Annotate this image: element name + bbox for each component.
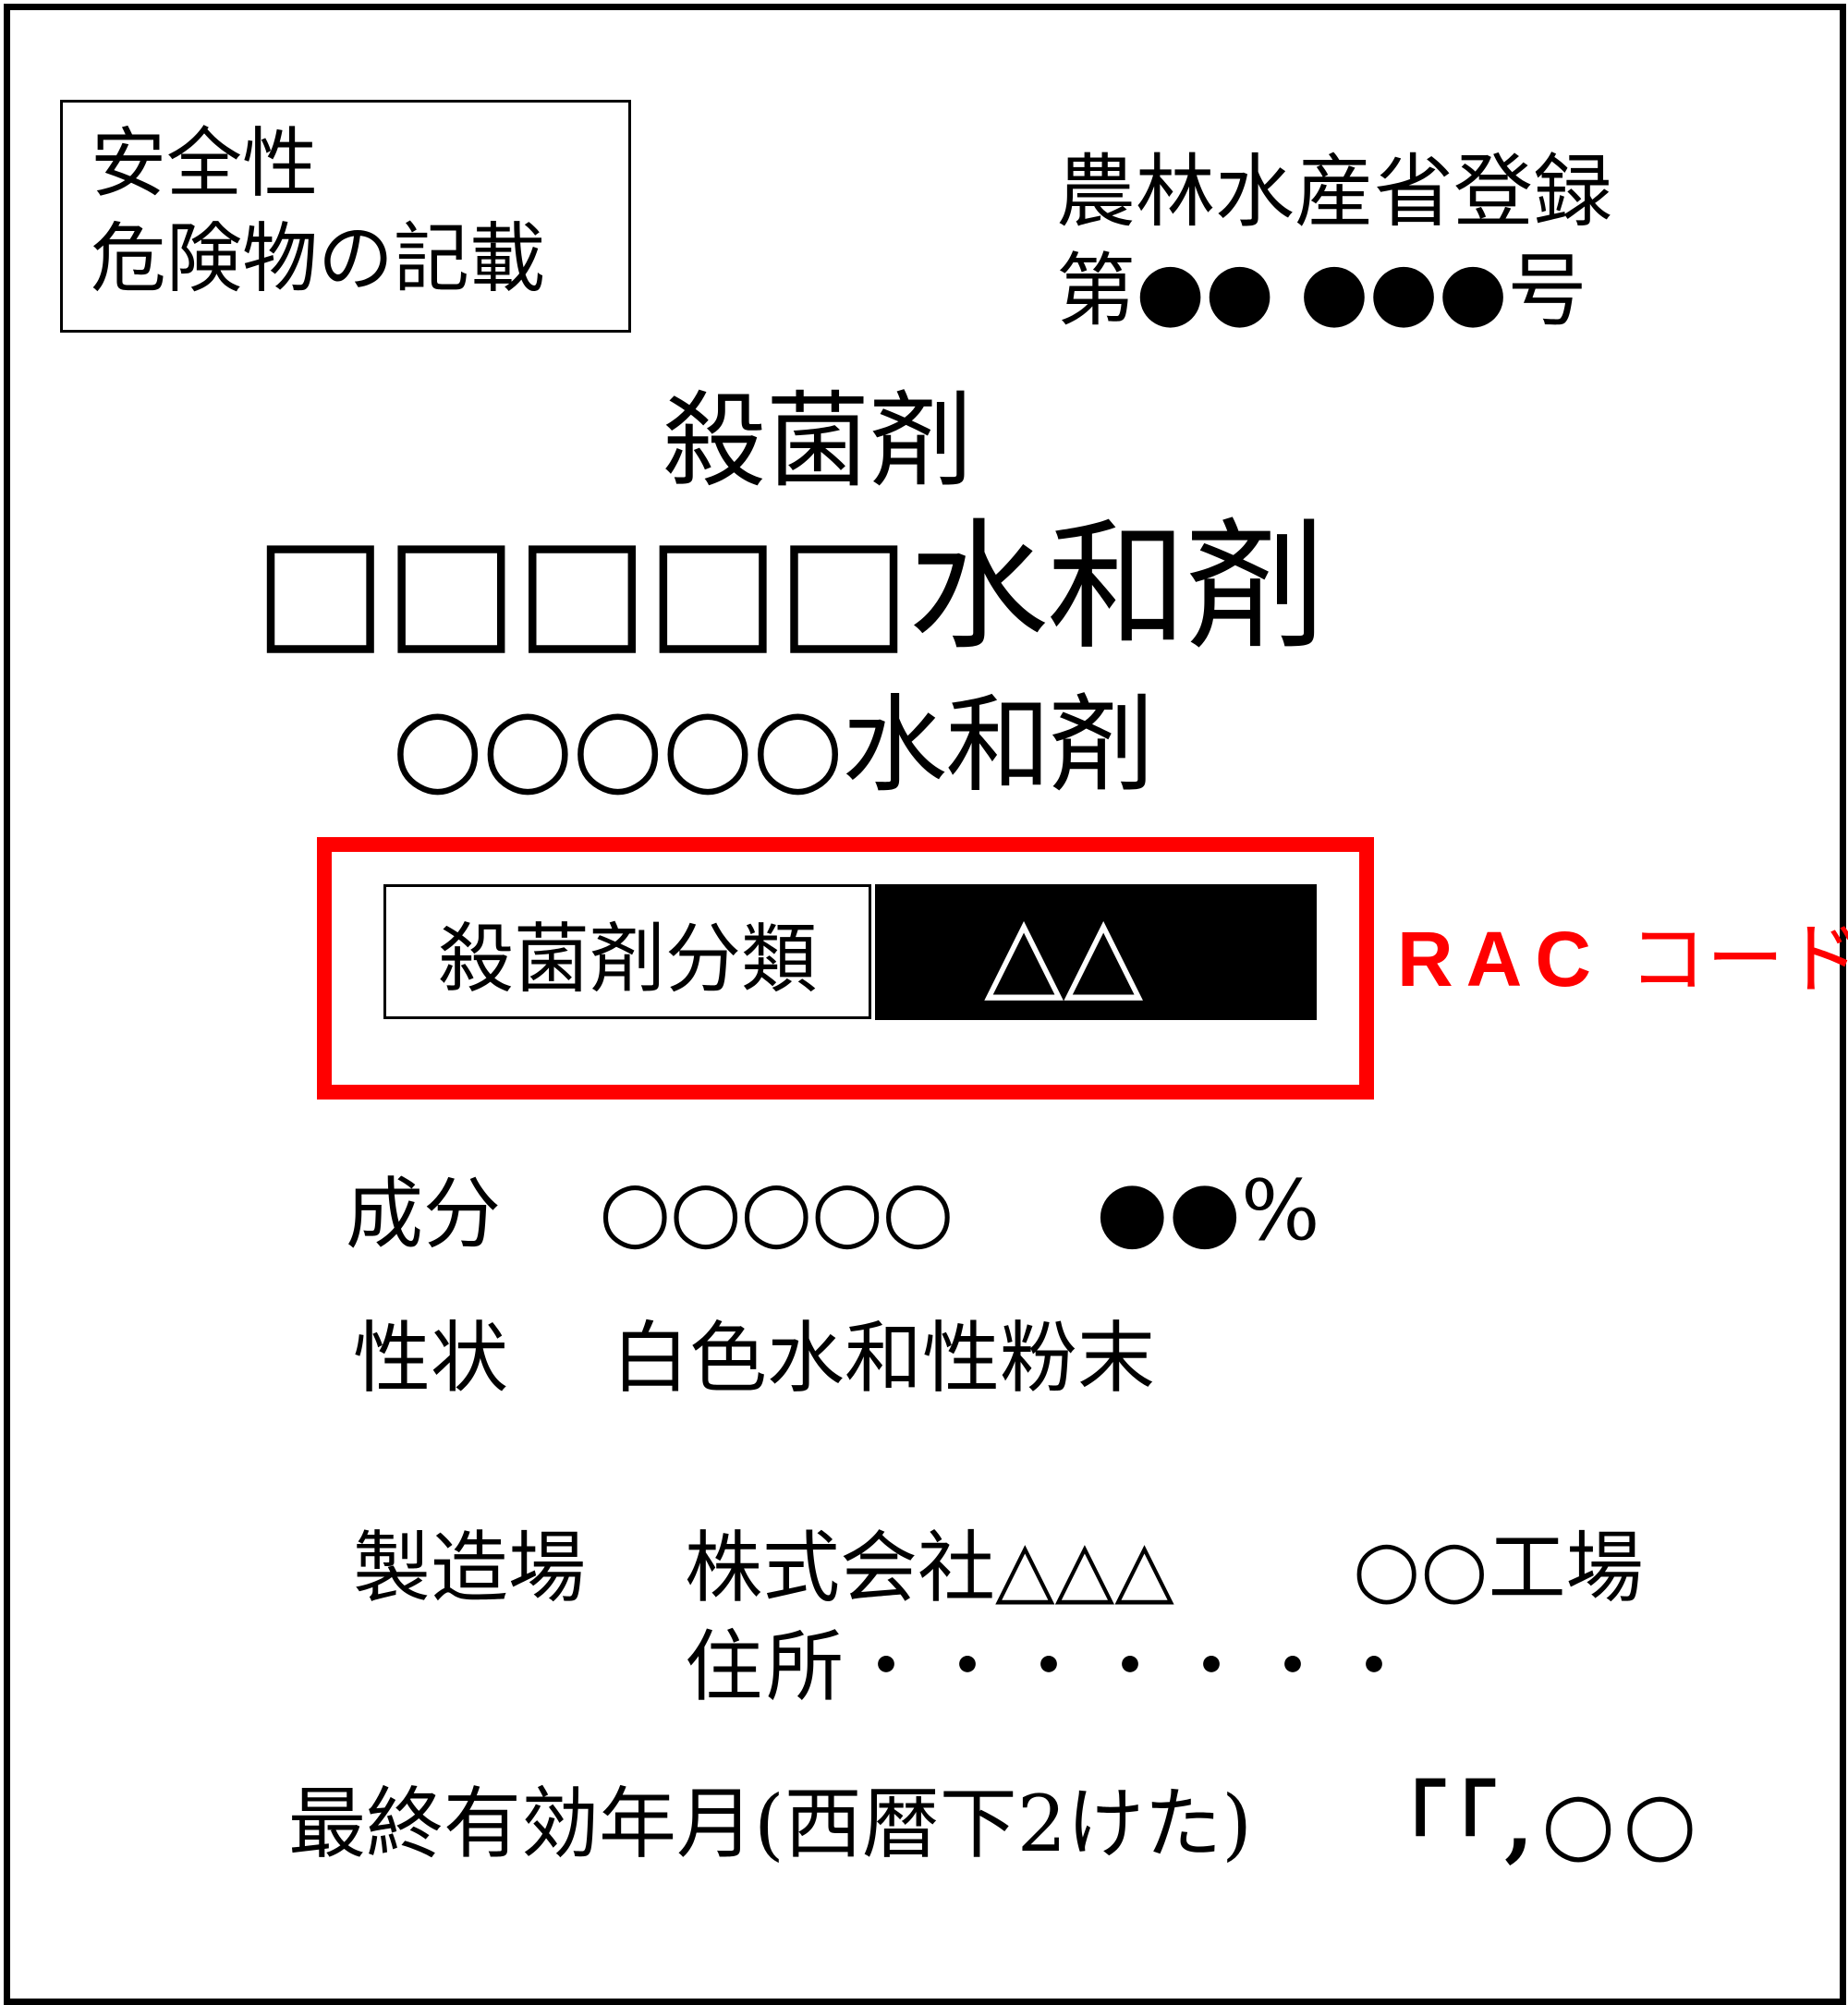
- expiry-label: 最終有効年月(西暦下2けた): [288, 1779, 1252, 1869]
- rac-code-box: △△: [875, 884, 1317, 1020]
- registration-line-1: 農林水産省登録: [1056, 146, 1612, 238]
- registration-number: 第●● ●●●号: [1056, 245, 1587, 337]
- manufacturer-label: 製造場: [353, 1523, 587, 1613]
- label-frame: [4, 4, 1846, 2005]
- ingredient-label: 成分: [346, 1169, 502, 1259]
- safety-line-1: 安全性: [91, 120, 319, 208]
- generic-name: ○○○○○水和剤: [392, 684, 1154, 807]
- classification-label: 殺菌剤分類: [437, 915, 817, 1003]
- product-category: 殺菌剤: [663, 382, 973, 502]
- ingredient-amount: ●●%: [1096, 1162, 1320, 1259]
- rac-code-annotation: RAC コード: [1397, 920, 1848, 998]
- rac-latin: RAC: [1397, 916, 1604, 1002]
- ingredient-name: ○○○○○: [599, 1162, 954, 1259]
- product-name: □□□□□水和剤: [254, 505, 1326, 669]
- appearance-label: 性状: [353, 1313, 509, 1404]
- rac-code: △△: [984, 893, 1144, 1013]
- expiry-value: ｢｢,○○: [1404, 1772, 1705, 1872]
- safety-note-box: [60, 100, 631, 333]
- appearance-value: 白色水和性粉末: [612, 1313, 1156, 1404]
- safety-line-2: 危険物の記載: [91, 215, 546, 303]
- rac-highlight-box: [317, 837, 1374, 1100]
- classification-label-box: 殺菌剤分類: [383, 884, 871, 1019]
- rac-kana: コード: [1628, 914, 1848, 1004]
- manufacturer-company: 株式会社△△△: [685, 1523, 1174, 1613]
- manufacturer-factory: ○○工場: [1353, 1523, 1644, 1613]
- manufacturer-address: 住所・・・・・・・: [685, 1622, 1417, 1712]
